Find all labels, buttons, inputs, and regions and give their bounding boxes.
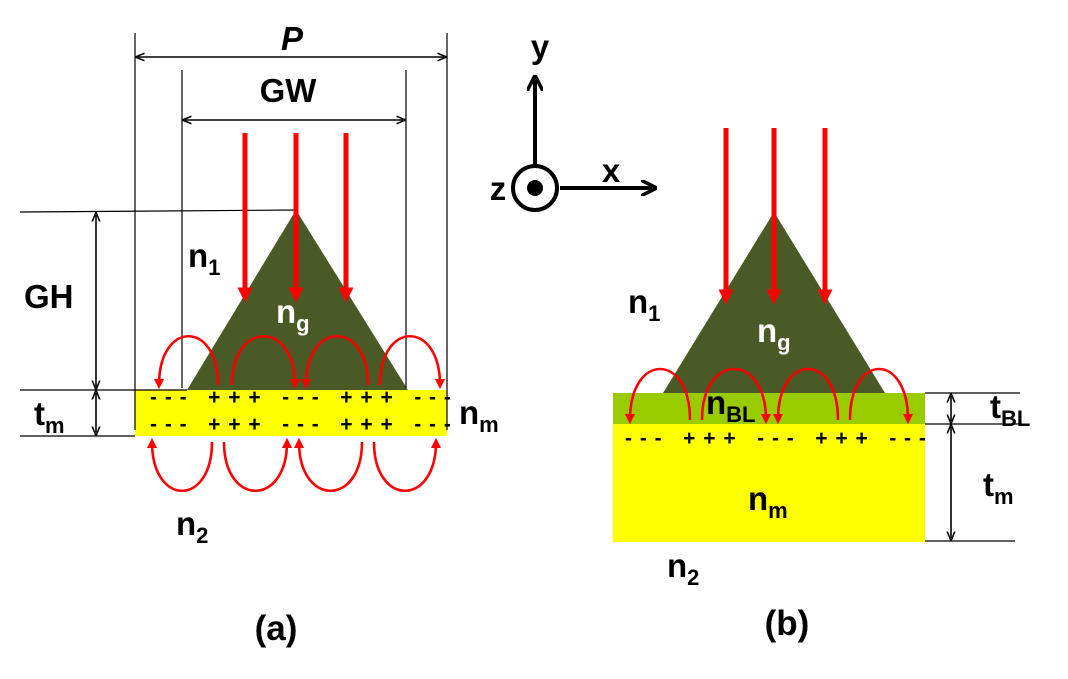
panel-a: P GW GH tm - - - + + + - - - + + + - - -… [19, 20, 499, 648]
n1-label-a: n1 [188, 237, 220, 280]
y-axis-label: y [531, 28, 550, 65]
gh-label: GH [24, 278, 74, 315]
gh-top-guide [19, 209, 297, 213]
panel-b: - - - + + + - - - + + + - - - tBL tm n1 … [613, 128, 1030, 643]
field-loop-b-4 [848, 367, 914, 425]
gw-label: GW [260, 72, 318, 109]
field-loop-a-top-1 [153, 334, 220, 390]
field-loop-b-2 [700, 367, 772, 425]
p-label: P [281, 20, 304, 57]
charges-b: - - - + + + - - - + + + - - - [625, 427, 927, 450]
field-loop-a-top-4 [378, 334, 446, 390]
x-axis-label: x [602, 152, 621, 189]
field-loop-a-top-2 [230, 334, 301, 390]
z-axis-dot [527, 180, 543, 196]
tbl-label: tBL [990, 388, 1030, 431]
n1-label-b: n1 [628, 283, 660, 326]
nm-label-a: nm [459, 394, 499, 437]
n2-label-a: n2 [176, 505, 208, 548]
nm-label-b: nm [748, 480, 788, 523]
field-loop-a-bottom-1 [146, 437, 214, 493]
z-axis-label: z [490, 170, 507, 207]
charges-top-a: - - - + + + - - - + + + - - - [150, 386, 452, 409]
field-loop-b-3 [772, 367, 840, 425]
n2-label-b: n2 [667, 547, 699, 590]
field-loop-a-top-3 [300, 334, 370, 390]
panel-b-label: (b) [765, 604, 810, 643]
metal-film-a [135, 390, 447, 436]
tm-label-b: tm [983, 466, 1014, 509]
buffer-layer-b [613, 393, 925, 424]
field-loop-a-bottom-2 [222, 437, 293, 493]
coordinate-axes: y x z [490, 28, 652, 212]
nbl-label: nBL [706, 384, 756, 427]
ng-label-a: ng [276, 293, 310, 336]
ng-label-b: ng [757, 312, 791, 355]
metal-film-b [613, 424, 925, 542]
field-loop-b-1 [624, 367, 692, 425]
panel-a-label: (a) [255, 609, 298, 648]
field-loop-a-bottom-4 [372, 437, 442, 493]
tm-label-a: tm [34, 395, 65, 438]
field-loop-a-bottom-3 [293, 437, 364, 493]
charges-bottom-a: - - - + + + - - - + + + - - - [150, 413, 452, 436]
